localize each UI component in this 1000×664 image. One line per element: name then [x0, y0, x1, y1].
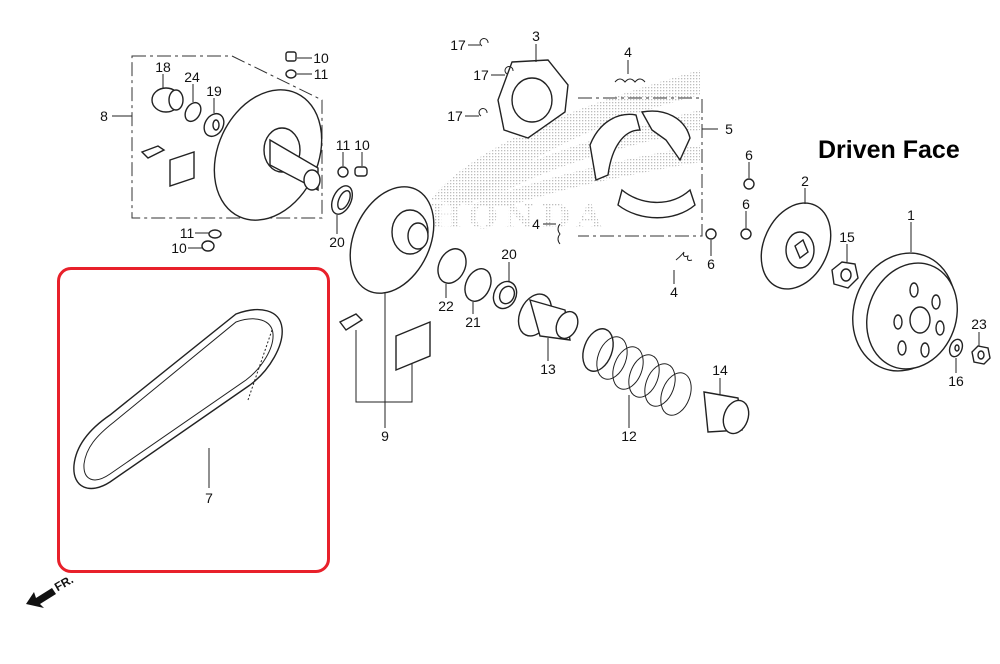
part-callout-10: 10 — [354, 137, 370, 153]
part-callout-3: 3 — [532, 28, 540, 44]
part-callout-24: 24 — [184, 69, 200, 85]
part-callout-15: 15 — [839, 229, 855, 245]
diagram-title: Driven Face — [818, 136, 960, 164]
part-12-spring — [582, 328, 692, 428]
instruction-label-8 — [169, 151, 195, 187]
part-23-nut — [971, 332, 991, 365]
part-callout-6: 6 — [742, 196, 750, 212]
part-callout-19: 19 — [206, 83, 222, 99]
part-15-nut — [831, 244, 859, 289]
grease-tube-8 — [140, 145, 166, 159]
part-callout-17: 17 — [450, 37, 466, 53]
part-callout-6: 6 — [745, 147, 753, 163]
part-callout-16: 16 — [948, 373, 964, 389]
part-callout-21: 21 — [465, 314, 481, 330]
part-callout-7: 7 — [205, 490, 213, 506]
part-20-oil-seal — [330, 185, 354, 234]
part-callout-2: 2 — [801, 173, 809, 189]
part-13-seal-collar — [517, 293, 579, 361]
part-callout-11: 11 — [179, 225, 195, 241]
part-4-springs — [543, 60, 693, 284]
part-22-o-ring — [437, 248, 467, 298]
part-callout-23: 23 — [971, 316, 987, 332]
part-14-spring-collar — [703, 378, 750, 435]
part-10-11-top — [285, 51, 312, 79]
part-callout-20: 20 — [501, 246, 517, 262]
part-callout-20: 20 — [329, 234, 345, 250]
honda-wing-watermark: HONDA — [430, 70, 700, 237]
part-callout-13: 13 — [540, 361, 556, 377]
part-callout-10: 10 — [171, 240, 187, 256]
part-callout-4: 4 — [670, 284, 678, 300]
part-1-clutch-outer — [852, 222, 958, 372]
part-callout-6: 6 — [707, 256, 715, 272]
part-callout-14: 14 — [712, 362, 728, 378]
part-callout-4: 4 — [624, 44, 632, 60]
highlight-box-drive-belt — [57, 267, 330, 573]
part-callout-4: 4 — [532, 216, 540, 232]
part-callout-8: 8 — [100, 108, 108, 124]
part-24-circlip — [184, 84, 202, 123]
part-callout-17: 17 — [447, 108, 463, 124]
part-7-drive-belt — [73, 308, 283, 490]
part-callout-5: 5 — [725, 121, 733, 137]
part-callout-1: 1 — [907, 207, 915, 223]
part-callout-22: 22 — [438, 298, 454, 314]
svg-text:HONDA: HONDA — [430, 197, 609, 237]
part-callout-10: 10 — [313, 50, 329, 66]
group-bracket-8 — [112, 55, 323, 219]
part-11-10-mid — [337, 152, 368, 178]
part-19-bearing — [203, 98, 225, 138]
part-16-washer — [948, 338, 964, 373]
part-2-clutch-plate — [760, 188, 832, 290]
part-8-driven-face — [213, 89, 323, 221]
part-20-oil-seal-b — [492, 262, 518, 310]
part-5-clutch-shoes — [589, 110, 696, 219]
part-21-o-ring — [464, 268, 492, 314]
part-callout-11: 11 — [313, 66, 329, 82]
part-17-clips — [465, 38, 514, 117]
part-callout-9: 9 — [381, 428, 389, 444]
part-10-11-bottom — [188, 229, 222, 252]
front-direction-arrow-icon — [26, 588, 56, 608]
part-callout-17: 17 — [473, 67, 489, 83]
part-callout-11: 11 — [335, 137, 351, 153]
part-3-plate — [497, 44, 569, 139]
part-18-needle-bearing — [151, 74, 184, 113]
group-bracket-5 — [578, 97, 718, 237]
part-6-rollers — [705, 162, 755, 256]
part-callout-18: 18 — [155, 59, 171, 75]
part-9-movable-driven-face — [338, 186, 435, 428]
part-callout-12: 12 — [621, 428, 637, 444]
